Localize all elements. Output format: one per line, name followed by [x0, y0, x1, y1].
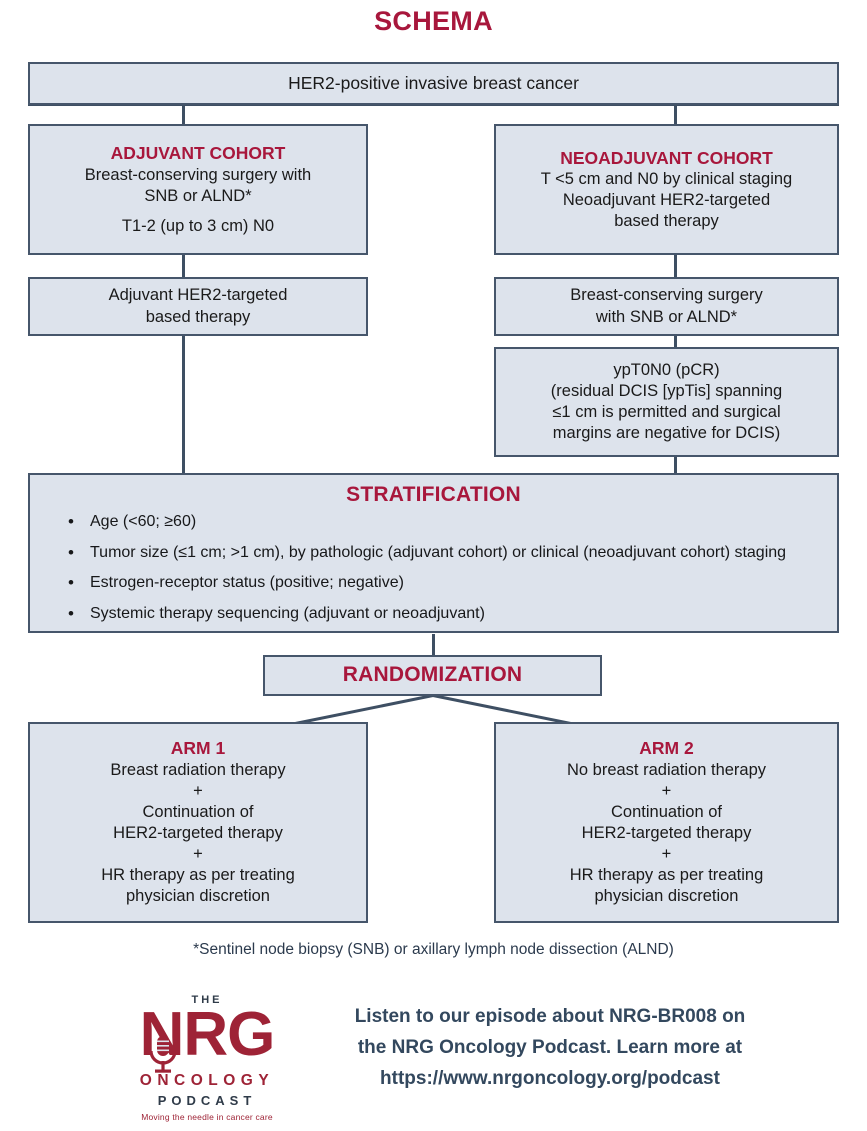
- page-title: SCHEMA: [374, 6, 493, 36]
- connector-top-to-neoadjuvant: [674, 103, 677, 125]
- adjuvant-therapy-line2: based therapy: [145, 307, 251, 326]
- neoadjuvant-cohort-heading: NEOADJUVANT COHORT: [560, 147, 773, 168]
- adjuvant-cohort-line2: SNB or ALND*: [144, 186, 252, 205]
- pcr-line4: margins are negative for DCIS): [552, 424, 781, 443]
- arm2-plus2: +: [661, 845, 672, 864]
- neoadjuvant-cohort-box: NEOADJUVANT COHORT T <5 cm and N0 by cli…: [494, 124, 839, 255]
- pcr-criteria-box: ypT0N0 (pCR) (residual DCIS [ypTis] span…: [494, 347, 839, 457]
- arm1-heading: ARM 1: [170, 738, 226, 759]
- promo-line2: the NRG Oncology Podcast. Learn more at: [357, 1036, 743, 1058]
- adjuvant-cohort-heading: ADJUVANT COHORT: [110, 143, 286, 164]
- stratification-item: Age (<60; ≥60): [44, 510, 823, 534]
- connector-surgery-to-pcr: [674, 334, 677, 349]
- arm1-line5: physician discretion: [126, 887, 270, 906]
- logo-tagline: Moving the needle in cancer care: [141, 1112, 273, 1122]
- podcast-promo-text: Listen to our episode about NRG-BR008 on…: [300, 1002, 800, 1094]
- arm1-plus1: +: [193, 781, 203, 800]
- arm1-box: ARM 1 Breast radiation therapy + Continu…: [28, 722, 368, 923]
- arm2-line2: Continuation of: [611, 803, 722, 822]
- stratification-box: STRATIFICATION Age (<60; ≥60) Tumor size…: [28, 473, 839, 633]
- neoadjuvant-cohort-line1: T <5 cm and N0 by clinical staging: [540, 170, 793, 189]
- connector-neoadjuvant-to-surgery: [674, 253, 677, 279]
- arm1-line1: Breast radiation therapy: [110, 760, 286, 779]
- arm2-line4: HR therapy as per treating: [569, 866, 764, 885]
- arm2-line1: No breast radiation therapy: [566, 760, 767, 779]
- microphone-icon: [149, 1036, 177, 1073]
- adjuvant-therapy-box: Adjuvant HER2-targeted based therapy: [28, 277, 368, 336]
- neoadjuvant-surgery-box: Breast-conserving surgery with SNB or AL…: [494, 277, 839, 336]
- arm2-line5: physician discretion: [594, 887, 739, 906]
- arm1-line4: HR therapy as per treating: [101, 866, 295, 885]
- logo-podcast-text: PODCAST: [157, 1093, 257, 1108]
- logo-the-text: THE: [191, 994, 223, 1006]
- stratification-item: Estrogen-receptor status (positive; nega…: [44, 571, 823, 595]
- nrg-podcast-logo: THE NRG ONCOLOGY PODCAST Moving the need…: [123, 992, 291, 1126]
- arm2-heading: ARM 2: [639, 738, 694, 759]
- pcr-line3: ≤1 cm is permitted and surgical: [552, 403, 781, 421]
- connector-pcr-to-stratification: [674, 455, 677, 475]
- adjuvant-cohort-box: ADJUVANT COHORT Breast-conserving surger…: [28, 124, 368, 255]
- logo-oncology-text: ONCOLOGY: [139, 1072, 275, 1089]
- pcr-line1: ypT0N0 (pCR): [613, 360, 720, 379]
- adjuvant-therapy-line1: Adjuvant HER2-targeted: [108, 286, 288, 305]
- promo-line3[interactable]: https://www.nrgoncology.org/podcast: [380, 1067, 720, 1089]
- connector-stratification-to-randomization: [432, 634, 435, 656]
- arm1-line2: Continuation of: [142, 803, 254, 822]
- top-box-population: HER2-positive invasive breast cancer: [28, 62, 839, 105]
- connector-adjuvant-to-stratification: [182, 334, 185, 474]
- arm1-line3: HER2-targeted therapy: [113, 824, 283, 843]
- arm2-box: ARM 2 No breast radiation therapy + Cont…: [494, 722, 839, 923]
- arm1-plus2: +: [193, 845, 203, 864]
- neoadjuvant-cohort-line3: based therapy: [614, 212, 719, 231]
- randomization-label: RANDOMIZATION: [342, 663, 523, 687]
- stratification-title: STRATIFICATION: [346, 483, 521, 506]
- randomization-box: RANDOMIZATION: [263, 655, 602, 696]
- arm2-plus1: +: [661, 781, 672, 800]
- connector-adjuvant-to-therapy: [182, 253, 185, 279]
- top-box-text: HER2-positive invasive breast cancer: [288, 73, 579, 94]
- neoadjuvant-surgery-line1: Breast-conserving surgery: [570, 286, 763, 305]
- promo-line1: Listen to our episode about NRG-BR008 on: [354, 1006, 746, 1027]
- stratification-item: Systemic therapy sequencing (adjuvant or…: [44, 602, 823, 626]
- stratification-list: Age (<60; ≥60) Tumor size (≤1 cm; >1 cm)…: [44, 510, 823, 626]
- adjuvant-cohort-line1: Breast-conserving surgery with: [84, 165, 312, 184]
- stratification-item: Tumor size (≤1 cm; >1 cm), by pathologic…: [44, 541, 823, 565]
- arm2-line3: HER2-targeted therapy: [581, 824, 752, 843]
- footnote: *Sentinel node biopsy (SNB) or axillary …: [193, 941, 674, 958]
- connector-top-to-adjuvant: [182, 103, 185, 125]
- pcr-line2: (residual DCIS [ypTis] spanning: [550, 381, 783, 400]
- neoadjuvant-surgery-line2: with SNB or ALND*: [595, 307, 738, 326]
- adjuvant-cohort-line3: T1-2 (up to 3 cm) N0: [121, 216, 275, 235]
- neoadjuvant-cohort-line2: Neoadjuvant HER2-targeted: [562, 191, 771, 210]
